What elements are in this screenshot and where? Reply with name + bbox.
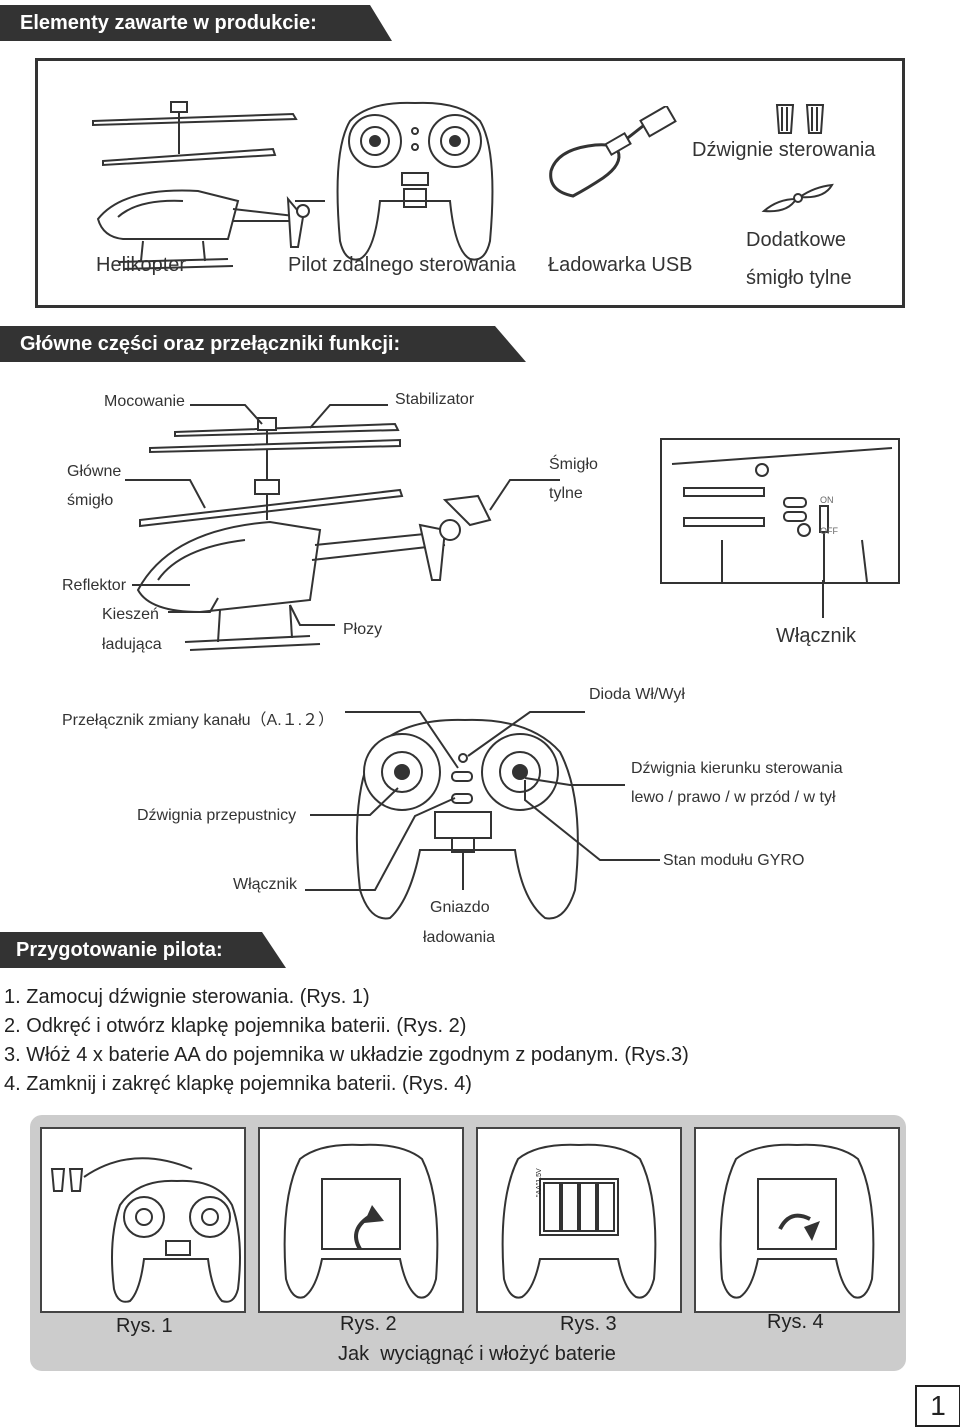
usb-charger-image bbox=[549, 106, 677, 198]
step-3: 3. Włóż 4 x baterie AA do pojemnika w uk… bbox=[4, 1044, 689, 1066]
item-label-spare-rotor-line2: śmigło tylne bbox=[746, 267, 852, 289]
section-banner-parts: Główne części oraz przełączniki funkcji: bbox=[0, 326, 526, 362]
figure-label-4: Rys. 4 bbox=[767, 1311, 824, 1333]
label-tail-rotor-line2: tylne bbox=[549, 485, 583, 502]
label-charge-port-line1: Gniazdo bbox=[430, 899, 490, 916]
label-tail-rotor-line1: Śmigło bbox=[549, 456, 598, 473]
switch-detail-box: ON OFF bbox=[660, 438, 900, 584]
figure-2-frame bbox=[258, 1127, 464, 1313]
figure-4-frame bbox=[694, 1127, 900, 1313]
helicopter-image bbox=[92, 101, 325, 270]
contents-box: Helikopter Pilot zdalnego sterowania Ład… bbox=[35, 58, 905, 308]
remote-parts-diagram bbox=[305, 711, 660, 920]
figure-label-3: Rys. 3 bbox=[560, 1313, 617, 1335]
item-label-helicopter: Helikopter bbox=[96, 254, 187, 276]
figure-3-drawing bbox=[501, 1143, 657, 1299]
label-channel-switch: Przełącznik zmiany kanału（A.１.２） bbox=[62, 712, 335, 729]
step-1: 1. Zamocuj dźwignie sterowania. (Rys. 1) bbox=[4, 986, 370, 1008]
label-power-switch: Włącznik bbox=[776, 625, 857, 647]
figure-3-frame: "AA"1.5V bbox=[476, 1127, 682, 1313]
control-sticks-image bbox=[775, 104, 825, 134]
banner-shape bbox=[0, 5, 392, 41]
banner-shape bbox=[0, 932, 286, 968]
spare-tail-rotor-image bbox=[761, 183, 834, 213]
label-main-rotor-line2: śmigło bbox=[67, 492, 114, 509]
label-direction-line1: Dźwignia kierunku sterowania bbox=[631, 760, 843, 777]
figure-2-drawing bbox=[283, 1143, 439, 1299]
section-title-contents: Elementy zawarte w produkcie: bbox=[20, 12, 317, 34]
label-skids: Płozy bbox=[343, 621, 383, 638]
label-direction-line2: lewo / prawo / w przód / w tył bbox=[631, 789, 836, 806]
battery-label: "AA"1.5V bbox=[536, 1168, 543, 1197]
page-number: 1 bbox=[915, 1385, 960, 1427]
item-label-sticks: Dźwignie sterowania bbox=[692, 139, 876, 161]
item-label-charger: Ładowarka USB bbox=[548, 254, 693, 276]
figures-caption: Jak wyciągnąć i włożyć baterie bbox=[338, 1343, 616, 1365]
figure-label-2: Rys. 2 bbox=[340, 1313, 397, 1335]
label-charge-pocket-line1: Kieszeń bbox=[102, 606, 159, 623]
label-remote-power: Włącznik bbox=[233, 876, 298, 893]
item-label-remote: Pilot zdalnego sterowania bbox=[288, 254, 516, 276]
helicopter-parts-diagram bbox=[125, 404, 560, 651]
section-title-parts: Główne części oraz przełączniki funkcji: bbox=[20, 333, 401, 355]
step-4: 4. Zamknij i zakręć klapkę pojemnika bat… bbox=[4, 1073, 472, 1095]
figures-panel: "AA"1.5V Rys. 1 Rys. 2 Rys. 3 Rys. 4 Jak… bbox=[30, 1115, 906, 1371]
switch-on-text: ON bbox=[820, 495, 834, 505]
label-charge-port-line2: ładowania bbox=[423, 929, 496, 946]
figure-label-1: Rys. 1 bbox=[116, 1315, 173, 1337]
item-label-spare-rotor-line1: Dodatkowe bbox=[746, 229, 847, 251]
figure-4-drawing bbox=[719, 1143, 875, 1299]
label-stabilizer: Stabilizator bbox=[395, 391, 475, 408]
section-banner-contents: Elementy zawarte w produkcie: bbox=[0, 5, 392, 41]
label-charge-pocket-line2: ładująca bbox=[102, 636, 162, 653]
figure-1-frame bbox=[40, 1127, 246, 1313]
label-throttle: Dźwignia przepustnicy bbox=[137, 807, 297, 824]
step-2: 2. Odkręć i otwórz klapkę pojemnika bate… bbox=[4, 1015, 467, 1037]
label-main-rotor-line1: Główne bbox=[67, 463, 122, 480]
switch-detail-drawing bbox=[671, 447, 893, 582]
switch-leader-line bbox=[822, 580, 824, 618]
label-mount: Mocowanie bbox=[104, 393, 185, 410]
remote-image bbox=[336, 101, 494, 261]
section-title-prep: Przygotowanie pilota: bbox=[16, 939, 223, 961]
label-led: Dioda Wł/Wył bbox=[589, 686, 685, 703]
section-banner-prep: Przygotowanie pilota: bbox=[0, 932, 286, 968]
figure-1-drawing bbox=[50, 1157, 241, 1303]
banner-shape bbox=[0, 326, 526, 362]
label-gyro: Stan modułu GYRO bbox=[663, 852, 805, 869]
label-reflector: Reflektor bbox=[62, 577, 127, 594]
switch-off-text: OFF bbox=[820, 526, 838, 536]
